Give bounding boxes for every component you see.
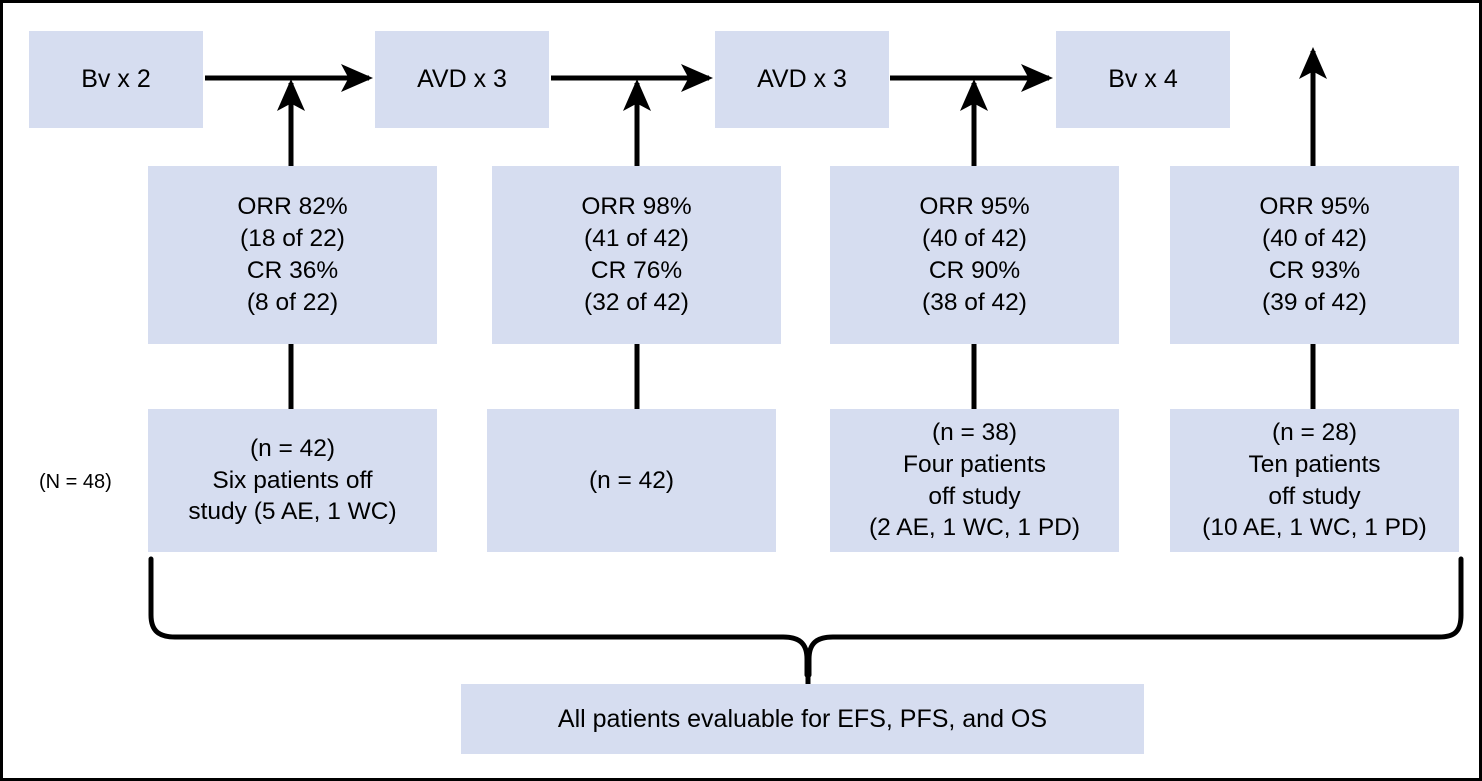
treatment-box-bv-x-4-label: Bv x 4 (1108, 65, 1178, 94)
treatment-box-avd-x-3-first-label: AVD x 3 (417, 65, 507, 94)
response-box-2-text: ORR 98% (41 of 42) CR 76% (32 of 42) (581, 193, 692, 316)
patients-box-2-text: (n = 42) (588, 466, 675, 494)
patients-box-3-text: (n = 38) Four patients off study (2 AE, … (868, 418, 1081, 542)
response-box-1[interactable]: ORR 82% (18 of 22) CR 36% (8 of 22) (148, 166, 437, 344)
patients-box-1-text: (n = 42) Six patients off study (5 AE, 1… (188, 434, 397, 526)
treatment-box-bv-x-2[interactable]: Bv x 2 (29, 31, 203, 128)
summary-brace (148, 556, 1464, 678)
summary-box-label: All patients evaluable for EFS, PFS, and… (557, 704, 1048, 733)
response-box-2[interactable]: ORR 98% (41 of 42) CR 76% (32 of 42) (492, 166, 781, 344)
response-box-1-text: ORR 82% (18 of 22) CR 36% (8 of 22) (237, 193, 348, 316)
patients-box-1[interactable]: (n = 42) Six patients off study (5 AE, 1… (148, 409, 437, 552)
patients-box-3[interactable]: (n = 38) Four patients off study (2 AE, … (830, 409, 1119, 552)
patients-box-2[interactable]: (n = 42) (487, 409, 776, 552)
treatment-box-avd-x-3-second-label: AVD x 3 (757, 65, 847, 94)
patients-box-4[interactable]: (n = 28) Ten patients off study (10 AE, … (1170, 409, 1459, 552)
treatment-box-avd-x-3-second[interactable]: AVD x 3 (715, 31, 889, 128)
response-box-4-text: ORR 95% (40 of 42) CR 93% (39 of 42) (1259, 193, 1370, 316)
treatment-box-bv-x-2-label: Bv x 2 (81, 65, 151, 94)
cohort-size-label: (N = 48) (39, 471, 112, 493)
summary-box-evaluable-patients[interactable]: All patients evaluable for EFS, PFS, and… (461, 684, 1144, 754)
treatment-box-avd-x-3-first[interactable]: AVD x 3 (375, 31, 549, 128)
treatment-box-bv-x-4[interactable]: Bv x 4 (1056, 31, 1230, 128)
response-box-3[interactable]: ORR 95% (40 of 42) CR 90% (38 of 42) (830, 166, 1119, 344)
patients-box-4-text: (n = 28) Ten patients off study (10 AE, … (1202, 418, 1427, 542)
response-box-4[interactable]: ORR 95% (40 of 42) CR 93% (39 of 42) (1170, 166, 1459, 344)
response-box-3-text: ORR 95% (40 of 42) CR 90% (38 of 42) (919, 193, 1030, 316)
